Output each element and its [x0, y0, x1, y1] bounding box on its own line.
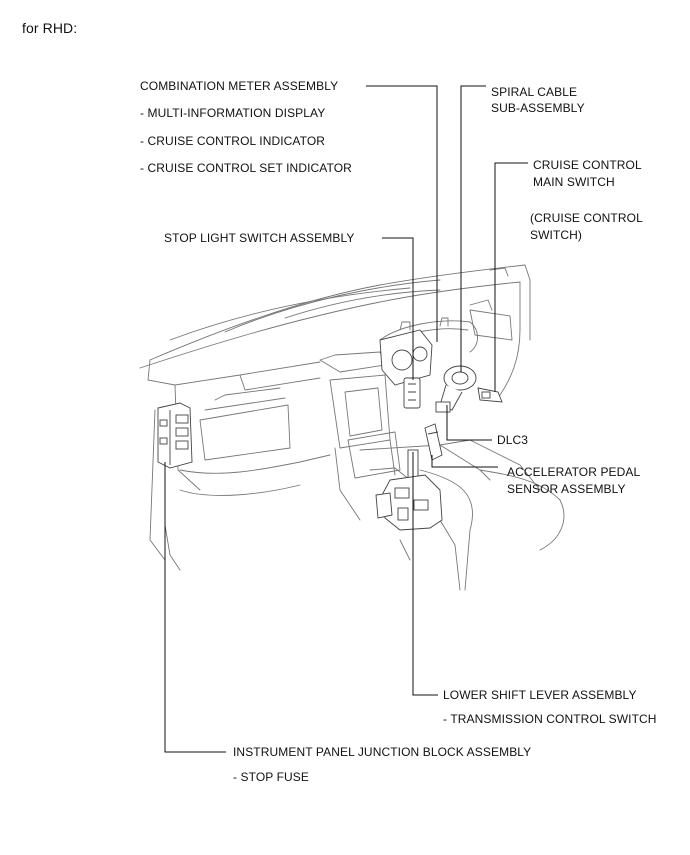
- label-cruise-main-switch-line2: MAIN SWITCH: [533, 175, 615, 189]
- label-spiral-cable-line1: SPIRAL CABLE: [491, 85, 578, 99]
- component-parts: [157, 329, 503, 531]
- leader-accelerator-pedal: [431, 455, 498, 468]
- label-instrument-panel-junction-block: INSTRUMENT PANEL JUNCTION BLOCK ASSEMBLY: [233, 745, 532, 759]
- label-accelerator-pedal-line2: SENSOR ASSEMBLY: [507, 482, 626, 496]
- label-lower-shift-lever: LOWER SHIFT LEVER ASSEMBLY: [443, 688, 637, 702]
- leader-dlc3: [446, 405, 492, 441]
- label-transmission-control-switch: - TRANSMISSION CONTROL SWITCH: [443, 712, 657, 726]
- label-spiral-cable-line2: SUB-ASSEMBLY: [491, 101, 585, 115]
- label-cruise-control-indicator: - CRUISE CONTROL INDICATOR: [140, 134, 326, 148]
- label-cruise-control-switch-line1: (CRUISE CONTROL: [530, 211, 643, 225]
- dashboard-outline: [139, 264, 565, 591]
- label-cruise-control-switch-line2: SWITCH): [530, 228, 583, 242]
- accelerator-pedal-part: [424, 423, 443, 461]
- leader-lines: [164, 85, 528, 753]
- leader-combination-meter: [366, 85, 438, 342]
- label-stop-fuse: - STOP FUSE: [233, 770, 310, 784]
- label-accelerator-pedal-line1: ACCELERATOR PEDAL: [507, 465, 641, 479]
- leader-stop-light-switch: [382, 237, 414, 380]
- spiral-cable-part: [435, 365, 477, 413]
- page-header: for RHD:: [22, 20, 78, 36]
- combination-meter-part: [379, 329, 433, 386]
- cruise-control-switch-part: [477, 387, 503, 403]
- label-combination-meter: COMBINATION METER ASSEMBLY: [140, 79, 339, 93]
- leader-junction-block: [164, 462, 226, 753]
- label-multi-information-display: - MULTI-INFORMATION DISPLAY: [140, 106, 326, 120]
- label-cruise-control-set-indicator: - CRUISE CONTROL SET INDICATOR: [140, 161, 352, 175]
- label-dlc3: DLC3: [497, 433, 529, 447]
- junction-block-part: [157, 402, 193, 469]
- leader-lower-shift-lever: [412, 452, 438, 696]
- leader-cruise-main-switch: [494, 162, 528, 392]
- label-cruise-main-switch-line1: CRUISE CONTROL: [533, 158, 642, 172]
- stop-light-switch-part: [403, 377, 421, 409]
- label-stop-light-switch: STOP LIGHT SWITCH ASSEMBLY: [164, 231, 355, 245]
- leader-spiral-cable: [460, 85, 486, 372]
